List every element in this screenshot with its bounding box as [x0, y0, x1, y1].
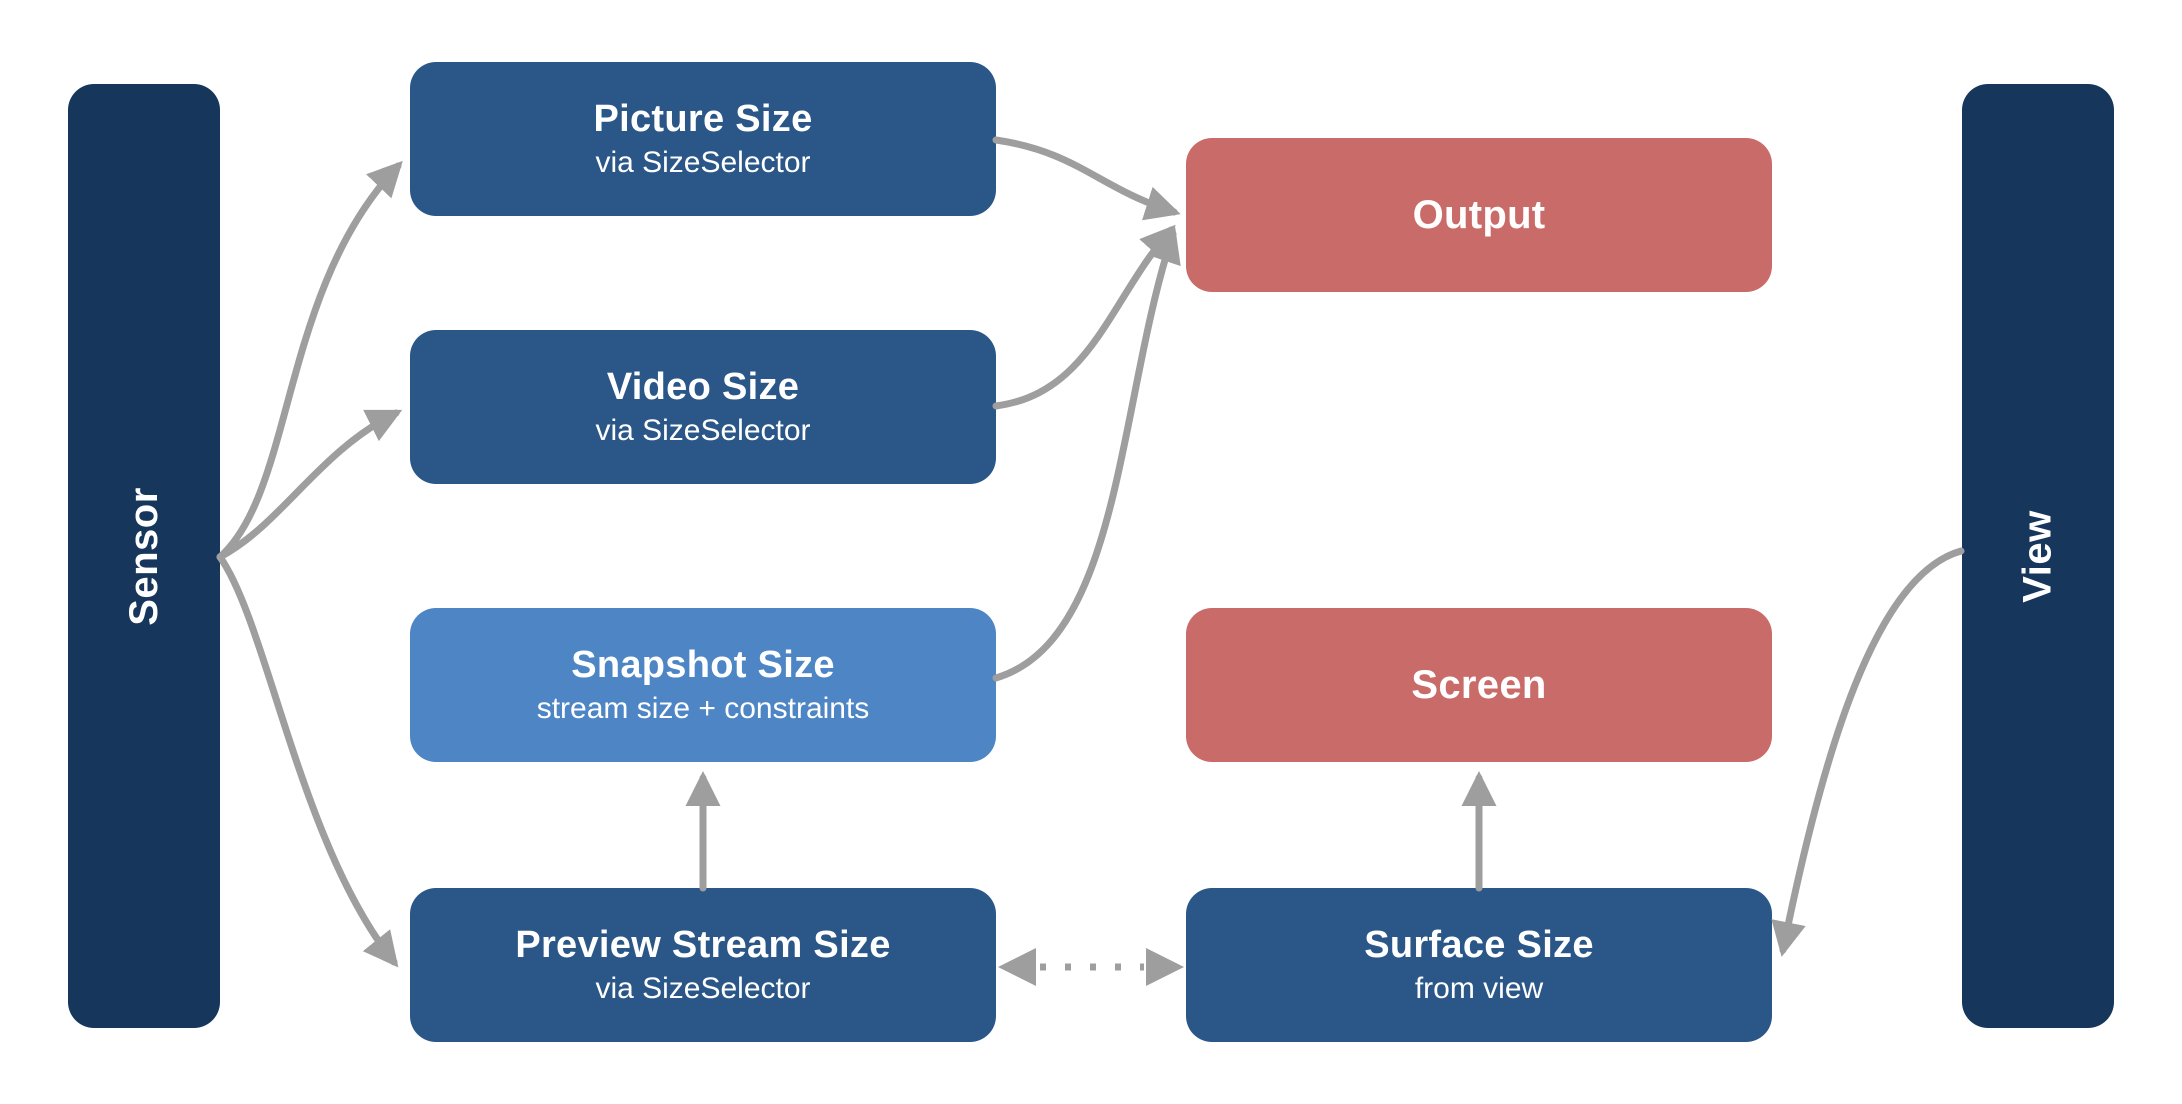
- view-rail: View: [1962, 84, 2114, 1028]
- edge-video-to-output: [992, 224, 1176, 410]
- edge-view-to-surface: [1771, 547, 1965, 957]
- node-output-title: Output: [1412, 193, 1546, 237]
- node-preview-stream-size-title: Preview Stream Size: [515, 923, 891, 966]
- node-preview-stream-size-subtitle: via SizeSelector: [595, 971, 811, 1005]
- node-output: Output: [1186, 138, 1772, 292]
- node-video-size-title: Video Size: [606, 365, 800, 408]
- node-surface-size: Surface Size from view: [1186, 888, 1772, 1042]
- node-surface-size-subtitle: from view: [1414, 971, 1544, 1005]
- node-video-size: Video Size via SizeSelector: [410, 330, 996, 484]
- node-snapshot-size-title: Snapshot Size: [571, 643, 835, 686]
- edge-sensor-to-video: [216, 409, 403, 561]
- node-picture-size-subtitle: via SizeSelector: [595, 145, 811, 179]
- node-video-size-subtitle: via SizeSelector: [595, 413, 811, 447]
- node-screen: Screen: [1186, 608, 1772, 762]
- edge-picture-to-output: [992, 136, 1181, 221]
- node-surface-size-title: Surface Size: [1364, 923, 1594, 966]
- node-snapshot-size-subtitle: stream size + constraints: [536, 691, 870, 725]
- node-screen-title: Screen: [1411, 663, 1547, 707]
- node-picture-size: Picture Size via SizeSelector: [410, 62, 996, 216]
- node-preview-stream-size: Preview Stream Size via SizeSelector: [410, 888, 996, 1042]
- dotted-arrowhead-left: [998, 948, 1036, 986]
- view-rail-label: View: [2015, 509, 2060, 603]
- sensor-rail-label: Sensor: [121, 486, 166, 626]
- dotted-arrowhead-right: [1146, 948, 1184, 986]
- sensor-rail: Sensor: [68, 84, 220, 1028]
- edge-sensor-to-picture: [216, 160, 403, 561]
- edge-snapshot-to-output: [992, 227, 1181, 682]
- node-snapshot-size: Snapshot Size stream size + constraints: [410, 608, 996, 762]
- edge-sensor-to-preview: [216, 553, 399, 968]
- node-picture-size-title: Picture Size: [593, 97, 813, 140]
